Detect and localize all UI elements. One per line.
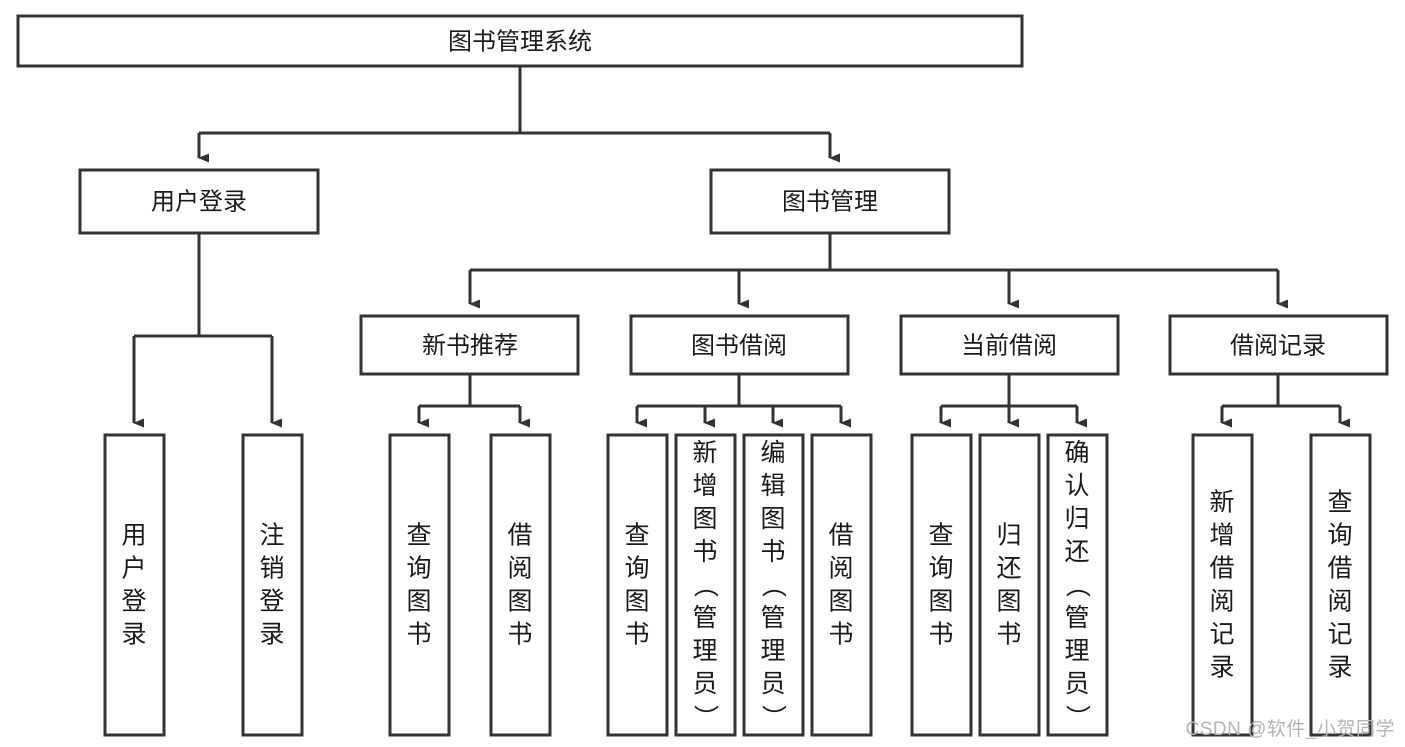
node-login-label: 用户登录 [151, 189, 247, 216]
node-leaf7-box[interactable] [742, 433, 805, 737]
node-leaf4-box[interactable] [489, 433, 552, 737]
csdn-watermark: CSDN @软件_小贺同学 [1185, 719, 1395, 740]
node-leaf8-box[interactable] [810, 433, 873, 737]
node-records[interactable]: 借阅记录 [1168, 314, 1389, 376]
node-root-box[interactable] [16, 14, 1024, 68]
node-current-box[interactable] [899, 314, 1120, 376]
svg-text:）: ） [1063, 704, 1091, 729]
node-borrow-label: 图书借阅 [691, 333, 787, 360]
node-borrow-box[interactable] [629, 314, 850, 376]
node-leaf8-label: 借阅图书 [828, 522, 853, 649]
svg-text:（: （ [691, 572, 719, 597]
node-leaf2-label: 注销登录 [259, 522, 284, 649]
leaf-nodes-layer: 用户登录 注销登录 查询图书 借阅图书 查询图书 新增图书管理员 编辑图书管理员… [103, 433, 1372, 737]
node-leaf9-label: 查询图书 [928, 522, 953, 649]
node-leaf11-box[interactable] [1046, 433, 1109, 737]
node-leaf10-box[interactable] [978, 433, 1041, 737]
node-leaf12-label: 新增借阅记录 [1209, 489, 1234, 682]
node-bookmgmt[interactable]: 图书管理 [709, 168, 951, 235]
node-leaf13-box[interactable] [1309, 433, 1372, 737]
node-leaf3-box[interactable] [388, 433, 451, 737]
node-leaf11-label: 确认归还管理员 [1064, 439, 1089, 698]
node-leaf10-label: 归还图书 [996, 522, 1021, 649]
node-leaf7-label: 编辑图书管理员 [760, 439, 785, 698]
node-root[interactable]: 图书管理系统 [16, 14, 1024, 68]
svg-text:）: ） [691, 704, 719, 729]
node-leaf1-label: 用户登录 [121, 522, 146, 649]
node-leaf13-label: 查询借阅记录 [1327, 489, 1352, 682]
node-newbook-label: 新书推荐 [422, 333, 518, 360]
svg-text:（: （ [1063, 572, 1091, 597]
node-records-box[interactable] [1168, 314, 1389, 376]
node-leaf6-label: 新增图书管理员 [692, 439, 717, 698]
node-current-label: 当前借阅 [961, 333, 1057, 360]
node-leaf6-box[interactable] [674, 433, 737, 737]
node-newbook-box[interactable] [359, 314, 580, 376]
node-leaf9-box[interactable] [910, 433, 973, 737]
node-leaf12-box[interactable] [1191, 433, 1254, 737]
node-login[interactable]: 用户登录 [78, 168, 320, 235]
node-leaf3-label: 查询图书 [406, 522, 431, 649]
node-leaf4-label: 借阅图书 [507, 522, 532, 649]
svg-text:（: （ [759, 572, 787, 597]
connector-layer [132, 66, 1350, 428]
node-current[interactable]: 当前借阅 [899, 314, 1120, 376]
node-leaf1-box[interactable] [103, 433, 166, 737]
node-leaf5-box[interactable] [606, 433, 669, 737]
svg-text:）: ） [759, 704, 787, 729]
node-borrow[interactable]: 图书借阅 [629, 314, 850, 376]
node-root-label: 图书管理系统 [448, 29, 592, 56]
node-bookmgmt-box[interactable] [709, 168, 951, 235]
node-records-label: 借阅记录 [1230, 333, 1326, 360]
node-bookmgmt-label: 图书管理 [782, 189, 878, 216]
node-newbook[interactable]: 新书推荐 [359, 314, 580, 376]
node-leaf5-label: 查询图书 [624, 522, 649, 649]
node-login-box[interactable] [78, 168, 320, 235]
node-leaf2-box[interactable] [241, 433, 304, 737]
